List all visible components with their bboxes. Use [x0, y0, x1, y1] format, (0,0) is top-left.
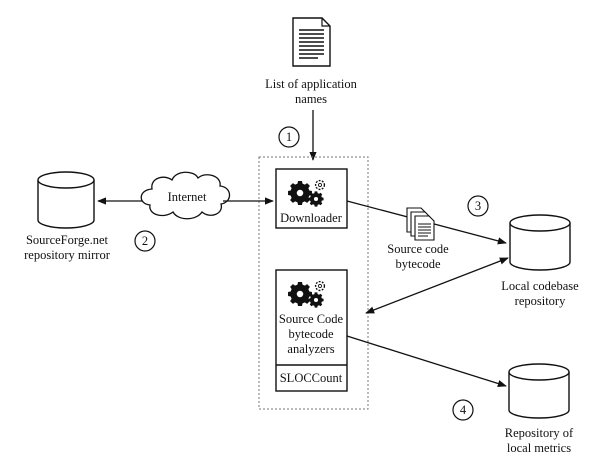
- sourceforge-label-line2: repository mirror: [24, 248, 111, 262]
- analyzers-box: [275, 269, 348, 392]
- step-4-marker: 4: [452, 399, 474, 421]
- sloccount-label: SLOCCount: [280, 371, 343, 385]
- internet-cloud-icon: [140, 171, 231, 220]
- analyzers-label-line1: Source Code: [279, 312, 344, 326]
- analyzers-label-line2: bytecode: [288, 327, 334, 341]
- metrics-database-icon: [508, 363, 570, 419]
- downloader-label: Downloader: [280, 211, 343, 225]
- step-2-marker: 2: [134, 230, 156, 252]
- sourceforge-label-line1: SourceForge.net: [26, 233, 109, 247]
- step-1-marker: 1: [278, 126, 300, 148]
- step-4-label: 4: [460, 403, 467, 417]
- document-icon: [292, 17, 331, 67]
- internet-label: Internet: [168, 190, 207, 204]
- step-3-label: 3: [475, 199, 481, 213]
- local-codebase-label-line1: Local codebase: [501, 279, 579, 293]
- local-codebase-label-line2: repository: [515, 294, 566, 308]
- document-label-line1: List of application: [265, 77, 357, 91]
- codebase-analyzers-arrow: [365, 257, 509, 314]
- files-label-line1: Source code: [387, 242, 449, 256]
- sourceforge-database-icon: [37, 171, 95, 229]
- step-3-marker: 3: [467, 195, 489, 217]
- analyzers-label-line3: analyzers: [287, 342, 334, 356]
- source-files-icon: [406, 207, 435, 241]
- document-label-line2: names: [295, 92, 327, 106]
- metrics-label-line1: Repository of: [505, 426, 574, 440]
- processing-container: [258, 156, 369, 410]
- step-2-label: 2: [142, 234, 148, 248]
- local-codebase-database-icon: [509, 214, 571, 271]
- analyzers-to-metrics-arrow: [346, 335, 507, 388]
- step-1-label: 1: [286, 130, 292, 144]
- metrics-label-line2: local metrics: [507, 441, 571, 455]
- files-label-line2: bytecode: [395, 257, 441, 271]
